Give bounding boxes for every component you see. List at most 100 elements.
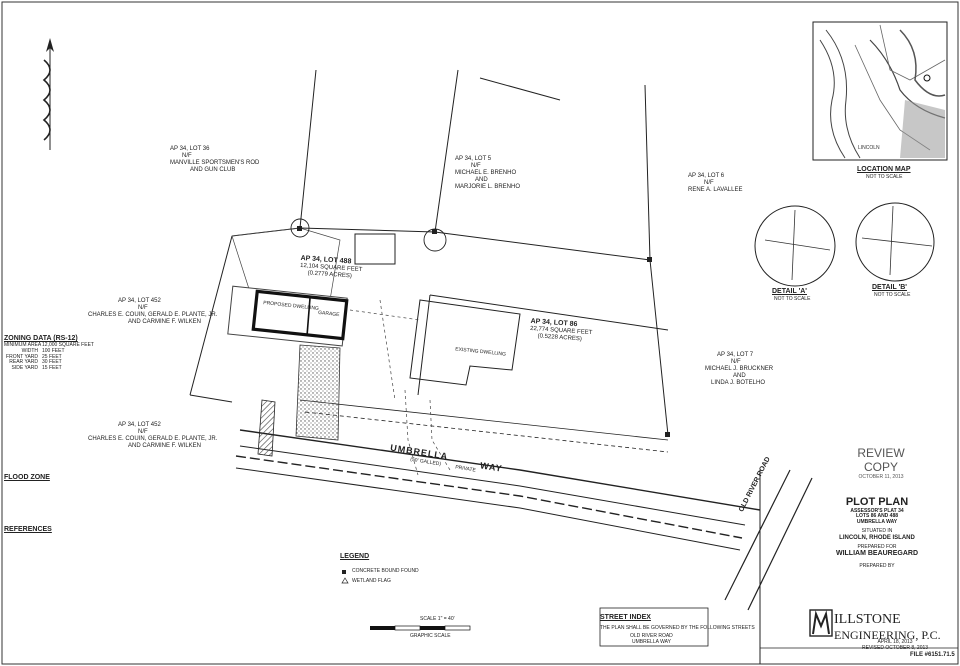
legend-item-bound: CONCRETE BOUND FOUND [352, 568, 419, 574]
scale-subtitle: GRAPHIC SCALE [410, 633, 451, 639]
zoning-key: MINIMUM AREA [4, 342, 42, 349]
detail-a-circle [754, 205, 836, 287]
title-line: LINCOLN, RHODE ISLAND [839, 534, 915, 541]
location-map-town: LINCOLN [858, 145, 880, 151]
lot-owner: CHARLES E. COUIN, GERALD E. PLANTE, JR. [88, 311, 218, 318]
lot7-label: AP 34, LOT 7 N/F MICHAEL J. BRUCKNER AND… [705, 352, 773, 386]
plan-title: PLOT PLAN [845, 496, 909, 508]
title-line: ASSESSOR'S PLAT 34 [850, 507, 904, 514]
detail-b-scale: NOT TO SCALE [874, 292, 911, 298]
monument-detail-b-icon [423, 228, 447, 252]
zoning-key: WIDTH [21, 347, 38, 354]
lot-title: AP 34, LOT 5 [455, 156, 492, 162]
lot-owner: MICHAEL E. BRENHO [455, 169, 517, 176]
street-index-line: OLD RIVER ROAD [630, 633, 673, 639]
lot452-label-upper: AP 34, LOT 452 N/F CHARLES E. COUIN, GER… [88, 298, 217, 326]
references-title: REFERENCES [4, 526, 52, 533]
lot-owner: AND [733, 372, 746, 379]
north-arrow-icon [42, 38, 54, 150]
existing-dwelling-footprint [409, 299, 521, 386]
title-line: PREPARED FOR [857, 543, 897, 550]
lot-title: AP 34, LOT 452 [118, 298, 161, 304]
title-line: LOTS 86 AND 488 [855, 513, 899, 520]
old-river-road [724, 469, 813, 611]
flood-zone-title: FLOOD ZONE [4, 474, 50, 481]
lot-title: AP 34, LOT 7 [717, 352, 754, 358]
zoning-title: ZONING DATA (RS-12) [4, 335, 78, 342]
lot452-label-lower: AP 34, LOT 452 N/F CHARLES E. COUIN, GER… [88, 422, 217, 450]
review-title: REVIEW [857, 446, 905, 460]
location-map-scale: NOT TO SCALE [866, 174, 903, 180]
title-line: PREPARED BY [859, 563, 895, 570]
lot36-label: AP 34, LOT 36 N/F MANVILLE SPORTSMEN'S R… [170, 146, 259, 174]
detail-a-label: DETAIL 'A' [772, 288, 807, 295]
location-map-label: LOCATION MAP [857, 166, 911, 173]
umbrella-way-road [235, 399, 761, 551]
monument-detail-a-icon [290, 218, 310, 238]
lot86-label: AP 34, LOT 86 22,774 SQUARE FEET (0.5228… [529, 318, 593, 344]
zoning-value: 12,000 SQUARE FEET [42, 342, 94, 349]
zoning-key: SIDE YARD [11, 365, 39, 372]
lot-owner: MARJORIE L. BRENHO [455, 183, 521, 190]
zoning-key: FRONT YARD [6, 353, 38, 360]
lot-owner: CHARLES E. COUIN, GERALD E. PLANTE, JR. [88, 435, 218, 442]
client-name: WILLIAM BEAUREGARD [835, 550, 919, 558]
plan-revision-date: REVISED OCTOBER 8, 2013 [862, 644, 929, 651]
concrete-bound-icons [297, 226, 670, 437]
plan-date: APRIL 18, 2013 [877, 639, 913, 645]
location-map-graphic [812, 21, 948, 161]
scale-title: SCALE 1" = 40' [420, 616, 455, 622]
lot5-label: AP 34, LOT 5 N/F MICHAEL E. BRENHO AND M… [455, 156, 520, 190]
zoning-key: REAR YARD [9, 359, 38, 366]
lot-owner: LINDA J. BOTELHO [711, 379, 766, 386]
zoning-value: 25 FEET [42, 353, 62, 360]
street-index-line: THE PLAN SHALL BE GOVERNED BY THE FOLLOW… [600, 625, 755, 631]
lot-title: AP 34, LOT 6 [688, 173, 725, 179]
title-line: UMBRELLA WAY [856, 519, 898, 526]
graphic-scale-bar [370, 625, 471, 631]
lot-nf: N/F [138, 304, 148, 311]
lot-owner: AND CARMINE F. WILKEN [128, 442, 202, 449]
lot-nf: N/F [471, 162, 481, 169]
lot-owner: AND GUN CLUB [190, 166, 236, 173]
zoning-value: 30 FEET [42, 359, 62, 366]
file-number: FILE #6151.71.5 [910, 652, 955, 658]
lot-nf: N/F [182, 152, 192, 159]
legend-title: LEGEND [340, 553, 370, 560]
lot-owner: RENE A. LAVALLEE [688, 186, 743, 193]
lot-owner: MICHAEL J. BRUCKNER [705, 365, 774, 372]
street-index-title: STREET INDEX [600, 614, 651, 621]
title-block: PLOT PLAN ASSESSOR'S PLAT 34 LOTS 86 AND… [836, 496, 918, 570]
property-lines [189, 69, 669, 436]
review-copy-stamp: REVIEW COPY OCTOBER 11, 2013 [857, 446, 928, 480]
title-line: SITUATED IN [861, 527, 893, 534]
zoning-row: FRONT YARD 25 FEET [4, 353, 94, 361]
detail-b-circle [855, 202, 935, 282]
lot-owner: AND [475, 176, 488, 183]
lot-nf: N/F [731, 358, 741, 365]
lot-title: AP 34, LOT 452 [118, 422, 161, 428]
lot-nf: N/F [138, 428, 148, 435]
lot-owner: AND CARMINE F. WILKEN [128, 318, 202, 325]
detail-a-scale: NOT TO SCALE [774, 296, 811, 302]
zoning-value: 100 FEET [42, 347, 65, 354]
lot-owner: MANVILLE SPORTSMEN'S ROD [170, 159, 260, 166]
review-date: OCTOBER 11, 2013 [858, 473, 904, 480]
legend-item-wetland: WETLAND FLAG [352, 578, 391, 584]
lot-nf: N/F [704, 179, 714, 186]
firm-name-line2: ENGINEERING, P.C. [834, 628, 941, 643]
plan-dates: APRIL 18, 2013 REVISED OCTOBER 8, 2013 [862, 639, 929, 652]
review-subtitle: COPY [863, 459, 898, 474]
driveway-gravel [295, 344, 341, 441]
street-index-line: UMBRELLA WAY [632, 639, 671, 645]
firm-logo-icon [809, 609, 833, 637]
detail-b-label: DETAIL 'B' [872, 284, 907, 291]
lot6-label: AP 34, LOT 6 N/F RENE A. LAVALLEE [688, 173, 742, 194]
zoning-row: REAR YARD 30 FEET [4, 360, 94, 366]
firm-name-line1: ILLSTONE [834, 612, 901, 627]
zoning-value: 15 FEET [42, 365, 62, 372]
